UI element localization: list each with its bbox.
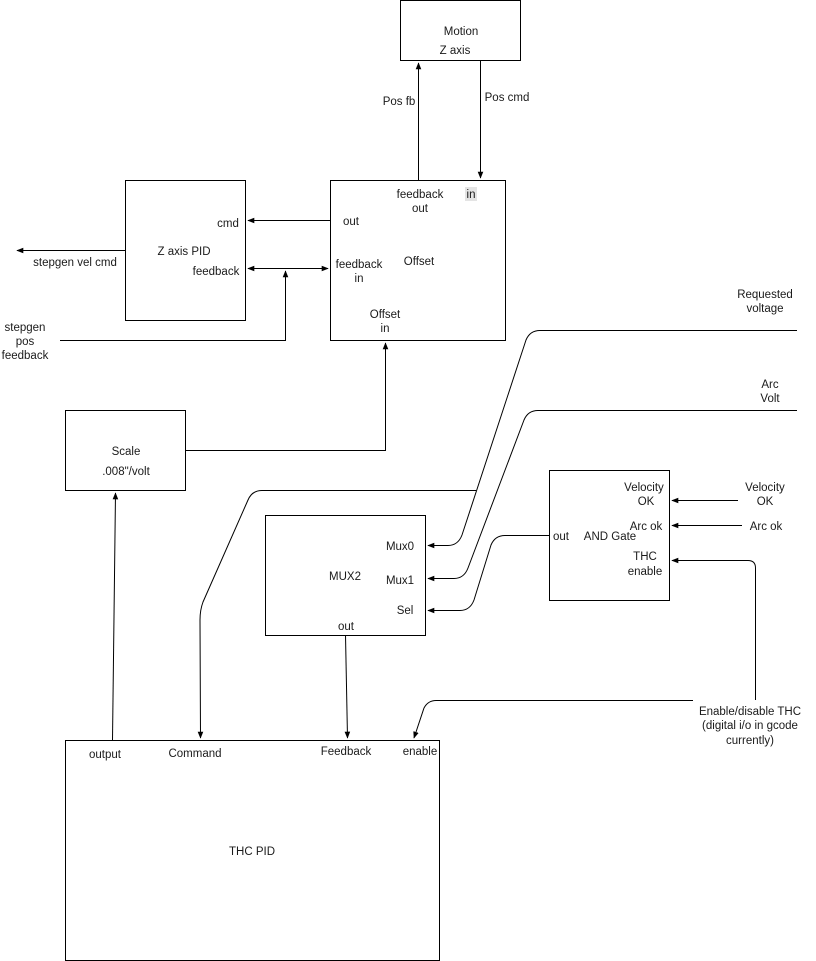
thc-pid-title: THC PID bbox=[229, 846, 275, 858]
offset-out-label: out bbox=[343, 216, 360, 228]
offset-feedback-in-label-2: in bbox=[355, 273, 364, 285]
offset-feedback-out-label-2: out bbox=[412, 203, 429, 215]
and-out-label: out bbox=[553, 531, 570, 543]
enable-thc-label-3: currently) bbox=[726, 735, 774, 747]
offset-block bbox=[330, 180, 506, 341]
thc-enable-label: enable bbox=[403, 746, 438, 758]
stepgen-vel-cmd-label: stepgen vel cmd bbox=[33, 257, 117, 269]
offset-title: Offset bbox=[404, 256, 435, 268]
motion-title: Motion bbox=[444, 26, 479, 38]
and-thc-enable-label: THC bbox=[633, 551, 657, 563]
velocity-ok-input-label-2: OK bbox=[757, 496, 774, 508]
requested-voltage-label-2: voltage bbox=[746, 303, 783, 315]
thc-pid-block bbox=[65, 740, 440, 961]
enable-thc-label-2: (digital i/o in gcode bbox=[702, 720, 798, 732]
mux-mux1-label: Mux1 bbox=[386, 575, 414, 587]
velocity-ok-input-label: Velocity bbox=[745, 482, 785, 494]
stepgen-pos-feedback-wire bbox=[60, 270, 289, 341]
and-velocity-ok-label: Velocity bbox=[624, 482, 664, 494]
arc-volt-wire bbox=[427, 410, 797, 582]
zpid-title: Z axis PID bbox=[157, 246, 210, 258]
mux2-block bbox=[265, 515, 426, 636]
pos-fb-label: Pos fb bbox=[383, 96, 416, 108]
mux-out-label: out bbox=[338, 621, 355, 633]
mux-title: MUX2 bbox=[329, 571, 361, 583]
stepgen-pos-feedback-label-3: feedback bbox=[2, 350, 49, 362]
and-thc-enable-label-2: enable bbox=[628, 566, 663, 578]
thc-enable-to-and-wire bbox=[671, 557, 756, 700]
scale-value: .008"/volt bbox=[102, 466, 150, 478]
scale-to-offset-wire bbox=[185, 342, 389, 451]
offset-in-port-label-2: in bbox=[381, 323, 390, 335]
thc-output-label: output bbox=[89, 749, 122, 761]
and-arc-ok-label: Arc ok bbox=[630, 521, 663, 533]
zpid-cmd-label: cmd bbox=[217, 218, 239, 230]
thc-command-label: Command bbox=[168, 748, 221, 760]
offset-feedback-in-label: feedback bbox=[336, 259, 383, 271]
offset-feedback-out-label: feedback bbox=[397, 189, 444, 201]
enable-thc-label: Enable/disable THC bbox=[699, 706, 801, 718]
thc-output-to-scale-wire bbox=[112, 492, 119, 741]
offset-in-port-label: Offset bbox=[370, 309, 401, 321]
mux-sel-label: Sel bbox=[397, 605, 414, 617]
arc-volt-label-2: Volt bbox=[760, 393, 780, 405]
pos-cmd-label: Pos cmd bbox=[485, 92, 530, 104]
z-axis-pid-block bbox=[125, 180, 246, 321]
offset-in-label: in bbox=[467, 189, 476, 201]
mux-mux0-label: Mux0 bbox=[386, 541, 414, 553]
motion-block bbox=[400, 0, 521, 61]
stepgen-pos-feedback-label-2: pos bbox=[16, 336, 35, 348]
scale-block bbox=[65, 410, 186, 491]
enable-thc-wire bbox=[413, 700, 693, 739]
stepgen-pos-feedback-label: stepgen bbox=[5, 322, 46, 334]
motion-subtitle: Z axis bbox=[440, 45, 471, 57]
requested-voltage-wire bbox=[427, 330, 797, 549]
and-out-to-sel-wire bbox=[427, 535, 549, 614]
mux-out-to-feedback-wire bbox=[344, 634, 351, 739]
and-gate-block bbox=[549, 470, 670, 601]
offset-in-highlight bbox=[465, 187, 477, 201]
requested-voltage-label: Requested bbox=[737, 289, 793, 301]
command-wire bbox=[197, 490, 476, 739]
arc-volt-label: Arc bbox=[761, 379, 779, 391]
and-title: AND Gate bbox=[584, 531, 636, 543]
and-velocity-ok-label-2: OK bbox=[638, 496, 655, 508]
thc-feedback-label: Feedback bbox=[321, 746, 372, 758]
scale-title: Scale bbox=[112, 446, 141, 458]
zpid-feedback-label: feedback bbox=[193, 266, 240, 278]
arc-ok-input-label: Arc ok bbox=[750, 521, 783, 533]
